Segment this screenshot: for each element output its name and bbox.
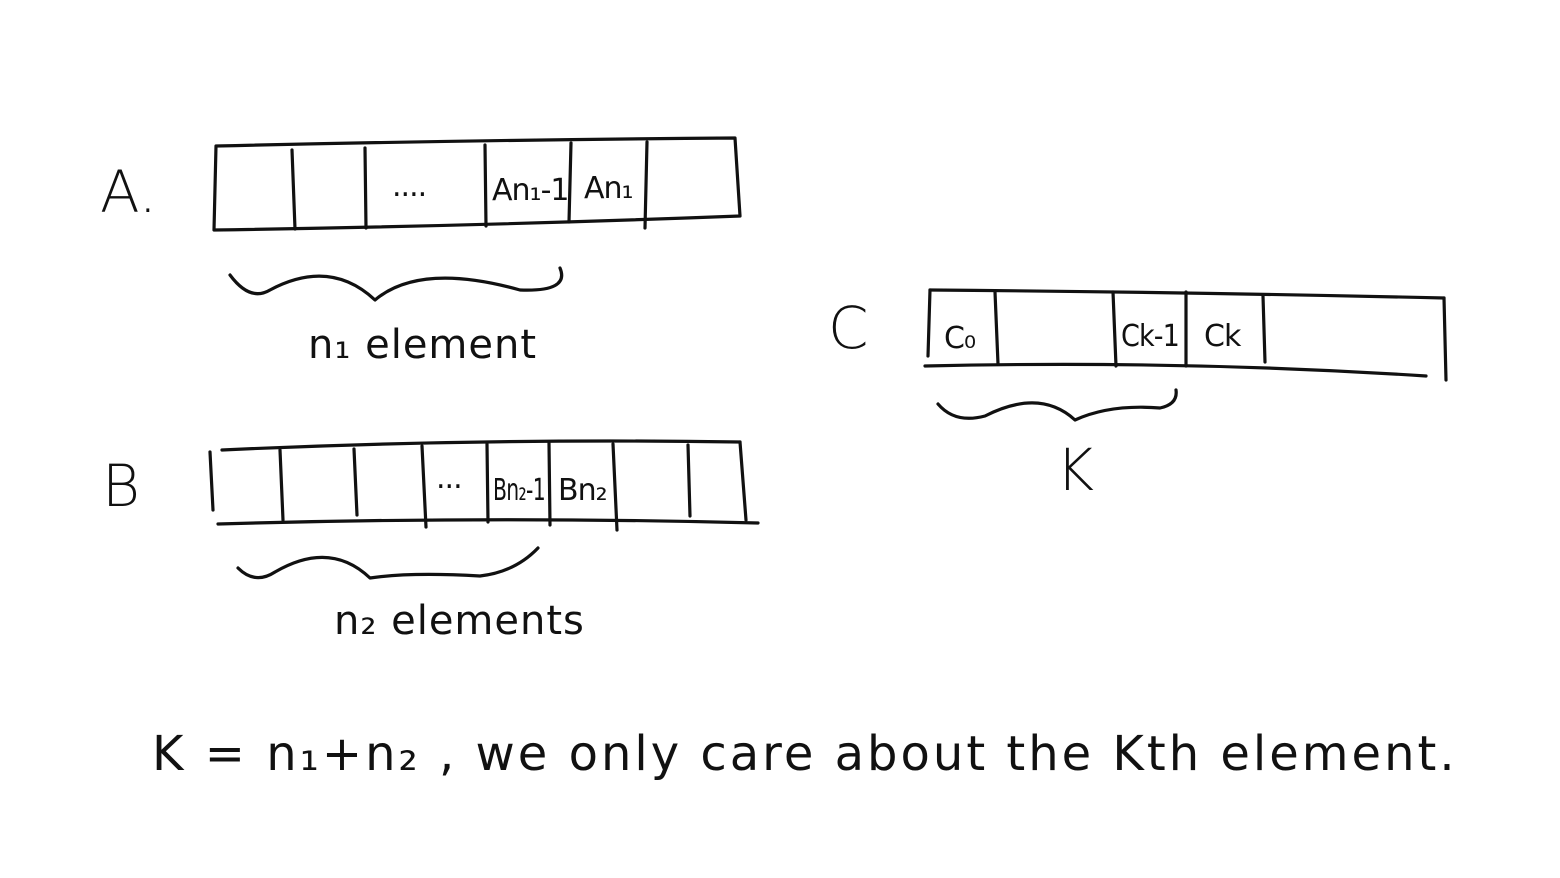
array-c-brace	[936, 388, 1178, 422]
array-b-divider	[485, 442, 490, 524]
array-a: A. .... An₁-1 An₁ n₁ element	[100, 136, 742, 368]
array-b-divider	[420, 444, 428, 529]
array-b-caption: n₂ elements	[334, 598, 585, 644]
array-b-cell: ...	[436, 461, 462, 496]
array-a-divider	[290, 148, 297, 231]
array-a-divider	[483, 143, 488, 228]
array-a-label: A.	[100, 158, 157, 226]
array-c-divider	[993, 290, 1000, 366]
array-c-cell: Ck-1	[1121, 319, 1179, 354]
array-b-cell: Bn₂-1	[493, 473, 545, 508]
array-c-left-edge	[926, 288, 932, 358]
footnote-text: K = n₁+n₂ , we only care about the Kth e…	[152, 726, 1458, 782]
array-c-top-edge	[928, 288, 1446, 300]
array-c: C C₀ Ck-1 Ck K	[828, 288, 1448, 504]
array-c-cell: Ck	[1204, 319, 1242, 354]
array-c-caption: K	[1056, 436, 1094, 504]
array-a-outline	[212, 136, 742, 232]
array-b-divider	[352, 447, 359, 517]
array-a-divider	[567, 141, 573, 224]
array-b-left-edge	[208, 450, 215, 512]
array-c-divider	[1111, 290, 1118, 368]
array-b-divider	[686, 443, 692, 518]
array-c-bottom-edge	[923, 362, 1428, 378]
array-b-right-edge	[738, 440, 748, 522]
array-a-cell: An₁	[584, 171, 633, 206]
array-c-right-edge	[1442, 296, 1448, 382]
array-b-label: B	[102, 452, 140, 520]
array-a-cell: ....	[392, 169, 426, 204]
array-b-divider	[547, 441, 552, 527]
array-b-divider	[278, 448, 285, 522]
array-a-divider	[643, 140, 649, 230]
array-b-top-edge	[220, 439, 742, 452]
array-a-cell: An₁-1	[492, 173, 568, 208]
array-b-divider	[611, 442, 619, 532]
array-b: B ... Bn₂-1 Bn₂ n₂ elements	[102, 439, 760, 644]
array-c-divider	[1261, 294, 1267, 364]
array-a-caption: n₁ element	[308, 322, 537, 368]
array-b-brace	[236, 546, 540, 580]
array-b-cell: Bn₂	[558, 473, 607, 508]
array-c-cell: C₀	[944, 321, 975, 356]
array-a-brace	[228, 266, 564, 302]
array-c-label: C	[828, 294, 869, 362]
array-a-divider	[363, 146, 368, 230]
